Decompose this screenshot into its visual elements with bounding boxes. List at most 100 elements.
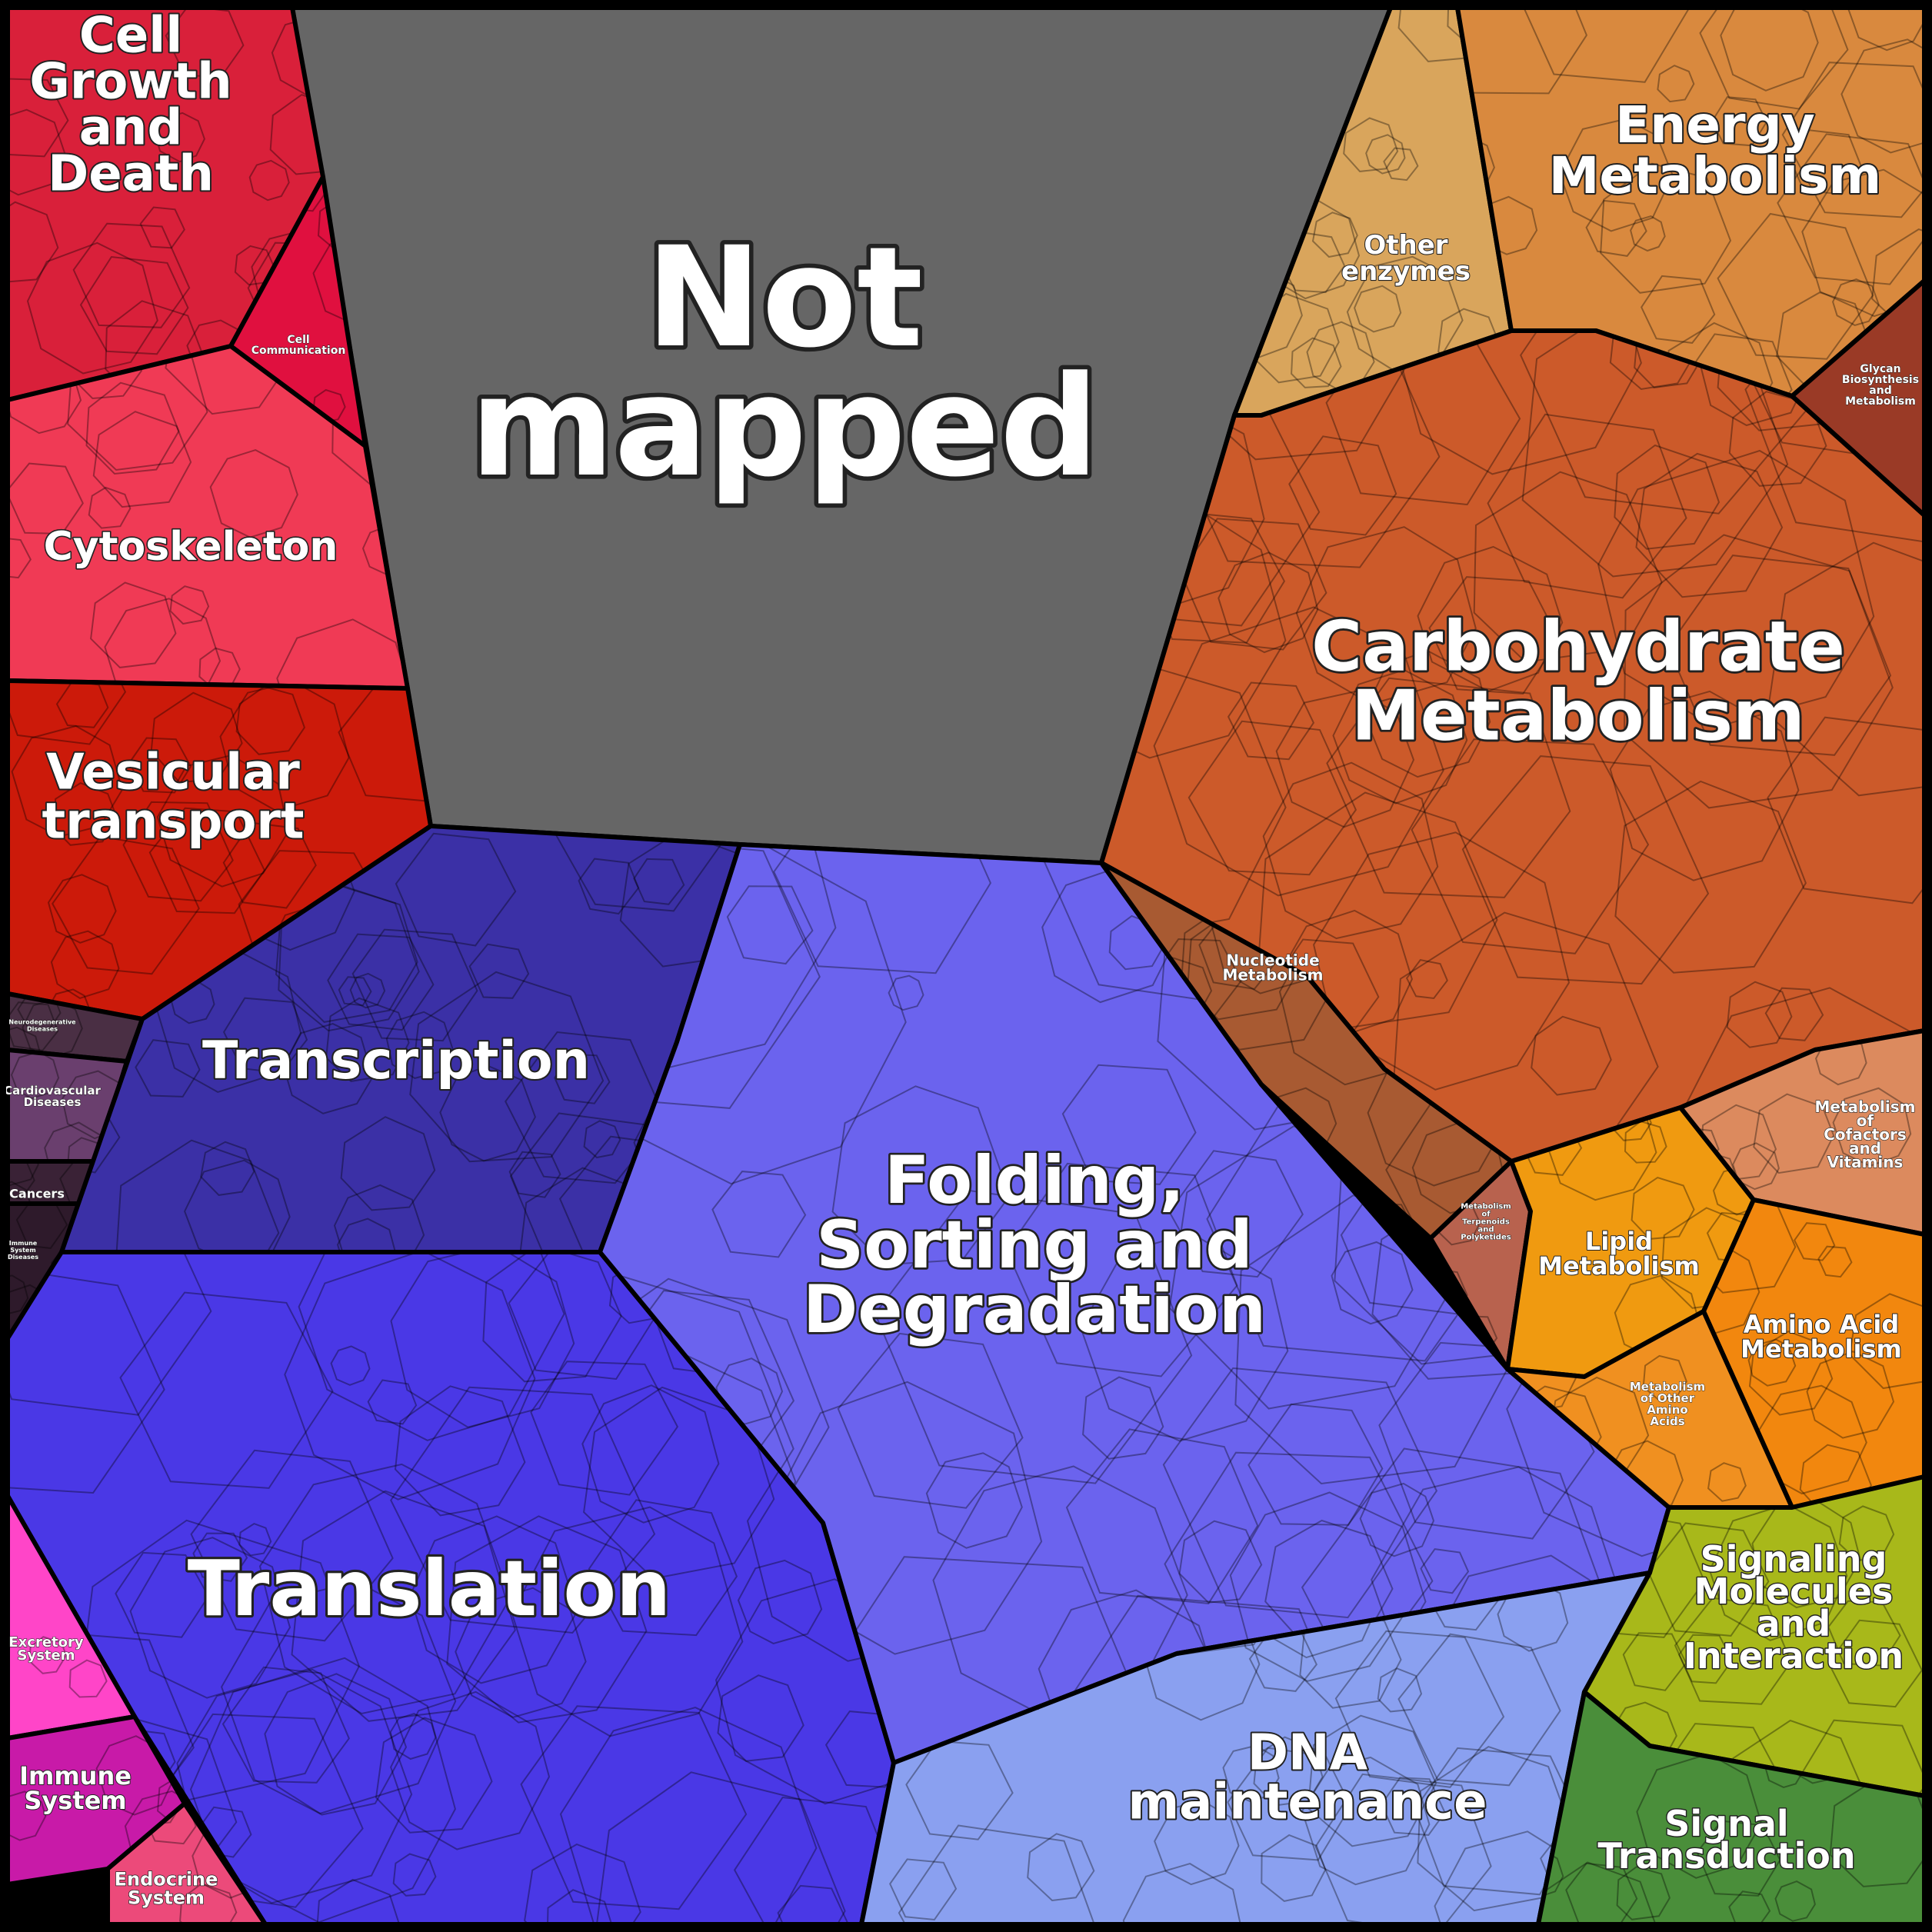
- label-line: Signaling: [1700, 1538, 1887, 1580]
- subcell: [1461, 755, 1710, 985]
- subcell: [1744, 331, 1924, 544]
- subcell: [1521, 8, 1690, 83]
- subcell: [119, 1291, 334, 1489]
- subcell: [1781, 62, 1924, 218]
- label-line: Metabolism: [1740, 1334, 1902, 1364]
- region-fill-cancers: [8, 1161, 96, 1204]
- subcell: [600, 844, 821, 1109]
- region-fill-dna-maintenance: [861, 1573, 1650, 1924]
- subcell: [1789, 129, 1862, 195]
- subcell: [1766, 541, 1924, 797]
- label-line: transport: [42, 793, 305, 850]
- subcell: [1708, 1503, 1848, 1641]
- subcell: [633, 1046, 740, 1241]
- label-line: of: [1857, 1111, 1874, 1130]
- region-fill-transcription: [62, 826, 740, 1252]
- subcell: [1417, 545, 1564, 692]
- subcell: [439, 1064, 536, 1162]
- subcell: [330, 1345, 371, 1386]
- subcell: [155, 112, 205, 163]
- region-fill-carbohydrate-metabolism: [1101, 331, 1924, 1161]
- subcell: [52, 835, 200, 975]
- subcell: [8, 108, 68, 196]
- subcell: [298, 1252, 565, 1441]
- subcell: [1642, 1354, 1688, 1401]
- label-line: Metabolism: [1845, 395, 1916, 408]
- label-line: and: [1869, 385, 1891, 397]
- subcell: [85, 381, 180, 475]
- region-signaling-molecules-and-interaction: [1582, 1474, 1927, 1798]
- subcell: [8, 1274, 29, 1316]
- subcell: [1291, 337, 1342, 388]
- subcell: [8, 1161, 39, 1187]
- subcell: [269, 94, 323, 175]
- subcell: [55, 681, 109, 728]
- subcell: [1704, 1243, 1760, 1337]
- subcell: [136, 1804, 180, 1826]
- subcell: [578, 858, 640, 915]
- subcell: [1005, 1162, 1238, 1377]
- label-line: and: [1757, 1603, 1831, 1644]
- subcell: [1473, 471, 1663, 663]
- subcell: [715, 1357, 784, 1425]
- subcell: [1614, 444, 1720, 550]
- subcell: [165, 8, 245, 78]
- subcell: [8, 78, 69, 158]
- label-line: Biosynthesis: [1842, 374, 1919, 386]
- region-fill-immune-system-diseases: [8, 1204, 81, 1338]
- subcell: [333, 1184, 425, 1252]
- subcell: [312, 234, 365, 326]
- subcell: [1641, 275, 1716, 344]
- subcell: [1848, 1293, 1924, 1390]
- label-line: Metabolism: [1814, 1098, 1915, 1116]
- subcell: [275, 881, 418, 1023]
- subcell: [889, 1858, 958, 1921]
- subcell: [390, 1690, 551, 1850]
- label-line: Folding,: [884, 1142, 1184, 1219]
- subcell: [325, 997, 410, 1082]
- subcell: [1227, 681, 1315, 761]
- subcell: [1247, 1403, 1384, 1526]
- label-cytoskeleton: Cytoskeleton: [44, 524, 338, 570]
- subcell: [190, 1449, 394, 1642]
- label-line: Nucleotide: [1226, 951, 1319, 970]
- subcell: [1391, 911, 1659, 1161]
- label-line: Diseases: [8, 1254, 38, 1261]
- subcell: [122, 801, 234, 902]
- subcell: [1405, 958, 1448, 1000]
- subcell: [409, 1515, 578, 1684]
- region-fill-metabolism-of-other-amino-acids: [1507, 1311, 1792, 1507]
- subcell: [129, 1537, 291, 1699]
- region-signal-transduction: [1536, 1690, 1927, 1927]
- subcell: [1748, 1330, 1834, 1416]
- subcell: [1585, 199, 1647, 257]
- subcell: [52, 781, 117, 846]
- subcell: [1767, 716, 1924, 904]
- subcell: [925, 1452, 1023, 1549]
- subcell: [1623, 534, 1894, 809]
- label-line: Cancers: [9, 1187, 65, 1201]
- label-line: Cardiovascular: [4, 1084, 101, 1098]
- subcell: [1414, 1747, 1583, 1896]
- label-line: System: [128, 1887, 205, 1908]
- subcell: [1311, 212, 1358, 258]
- subcell: [1657, 65, 1695, 103]
- subcell: [47, 874, 117, 944]
- subcell: [633, 858, 685, 905]
- subcell: [600, 844, 837, 1072]
- label-line: Sorting and: [816, 1207, 1253, 1284]
- subcell: [1417, 1745, 1577, 1912]
- label-line: Diseases: [24, 1095, 82, 1109]
- subcell: [176, 1668, 413, 1904]
- label-line: Energy: [1615, 95, 1815, 155]
- subcell: [482, 1252, 622, 1383]
- subcell: [1753, 1093, 1835, 1174]
- subcell: [726, 885, 814, 965]
